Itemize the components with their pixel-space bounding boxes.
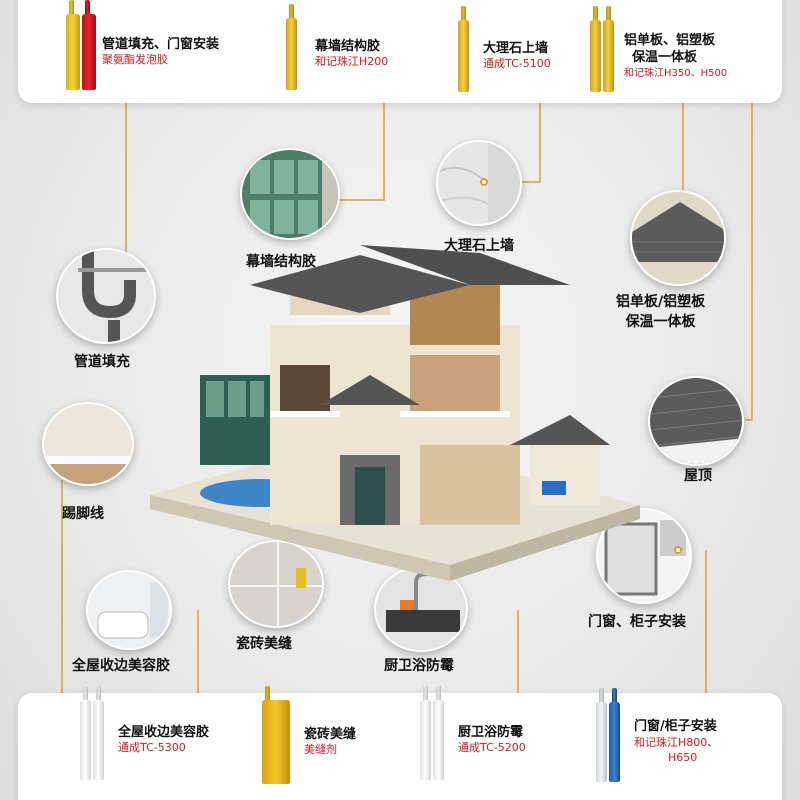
product-name: 瓷砖美缝 xyxy=(304,726,357,742)
product-name: 铝单板、铝塑板 xyxy=(624,32,716,48)
roof-tile-icon xyxy=(632,192,724,284)
product-name: 厨卫浴防霉 xyxy=(458,724,524,740)
product-foam-sealant: 管道填充、门窗安装 聚氨酯发泡胶 xyxy=(66,14,219,90)
product-code: 美缝剂 xyxy=(304,743,337,757)
product-code-line2: H650 xyxy=(668,750,698,764)
tile-grout-image xyxy=(228,540,324,628)
product-name: 幕墙结构胶 xyxy=(315,38,381,54)
edge-sealant-image xyxy=(86,570,172,650)
product-tile-grout: 瓷砖美缝 美缝剂 xyxy=(262,700,356,784)
callout-roof: 屋顶 xyxy=(684,468,712,484)
callout-pipe: 管道填充 xyxy=(74,354,130,370)
callout-edge-sealant: 全屋收边美容胶 xyxy=(72,658,170,674)
bathtub-icon xyxy=(88,572,170,648)
sealant-tube-icon xyxy=(458,20,469,92)
marker-dot xyxy=(674,546,682,554)
product-name-line2: 保温一体板 xyxy=(632,50,698,66)
sink-icon xyxy=(376,568,466,650)
villa-illustration xyxy=(150,245,640,581)
callout-curtain-wall: 幕墙结构胶 xyxy=(246,254,316,270)
product-name: 大理石上墙 xyxy=(483,40,549,56)
callout-door-cabinet: 门窗、柜子安装 xyxy=(588,614,686,630)
aluminum-panel-image xyxy=(630,190,726,286)
product-name: 门窗/柜子安装 xyxy=(634,719,717,735)
curtain-wall-icon xyxy=(242,150,338,238)
sealant-tube-icon xyxy=(286,18,297,90)
skirting-image xyxy=(42,402,134,486)
top-product-panel xyxy=(18,0,782,103)
grout-cartridge-icon xyxy=(262,700,290,784)
pipe-icon xyxy=(58,250,154,342)
sealant-tube-icon xyxy=(420,700,444,780)
door-cabinet-image xyxy=(596,508,692,604)
product-code: 和记珠江H200 xyxy=(315,55,389,69)
product-aluminum-panel-sealant: 铝单板、铝塑板 保温一体板 和记珠江H350、H500 xyxy=(590,20,727,92)
door-frame-icon xyxy=(598,510,690,602)
skirting-icon xyxy=(44,404,132,484)
product-code: 聚氨酯发泡胶 xyxy=(102,53,168,67)
foam-can-icon xyxy=(66,14,96,90)
product-door-cabinet-sealant: 门窗/柜子安装 和记珠江H800、 H650 xyxy=(596,702,718,782)
product-code: 通成TC-5300 xyxy=(118,741,186,755)
marble-image xyxy=(436,140,522,226)
callout-skirting: 踢脚线 xyxy=(62,506,104,522)
product-code: 和记珠江H350、H500 xyxy=(624,67,728,79)
marker-dot xyxy=(480,178,488,186)
callout-aluminum-line1: 铝单板/铝塑板 xyxy=(616,294,706,310)
bottom-product-panel xyxy=(18,693,782,800)
product-curtain-wall-sealant: 幕墙结构胶 和记珠江H200 xyxy=(286,18,388,90)
callout-tile-grout: 瓷砖美缝 xyxy=(236,636,292,652)
callout-aluminum-panel: 铝单板/铝塑板 保温一体板 xyxy=(616,292,705,333)
product-code: 通成TC-5100 xyxy=(483,57,551,71)
tile-icon xyxy=(230,542,322,626)
product-edge-sealant: 全屋收边美容胶 通成TC-5300 xyxy=(80,700,209,780)
product-marble-sealant: 大理石上墙 通成TC-5100 xyxy=(458,20,551,92)
pipe-image xyxy=(56,248,156,344)
callout-marble: 大理石上墙 xyxy=(444,238,514,254)
sealant-tube-icon xyxy=(596,702,620,782)
sealant-tube-icon xyxy=(590,20,614,92)
roof-image xyxy=(648,376,744,466)
callout-kitchen-bath: 厨卫浴防霉 xyxy=(384,658,454,674)
kitchen-bath-image xyxy=(374,566,468,652)
product-name: 全屋收边美容胶 xyxy=(118,724,210,740)
product-name: 管道填充、门窗安装 xyxy=(102,36,220,52)
roof-shingle-icon xyxy=(650,378,742,464)
curtain-wall-image xyxy=(240,148,340,240)
callout-aluminum-line2: 保温一体板 xyxy=(625,314,696,331)
product-kitchen-bath-sealant: 厨卫浴防霉 通成TC-5200 xyxy=(420,700,526,780)
product-code: 通成TC-5200 xyxy=(458,741,526,755)
product-code: 和记珠江H800、 xyxy=(634,735,719,749)
sealant-tube-icon xyxy=(80,700,104,780)
